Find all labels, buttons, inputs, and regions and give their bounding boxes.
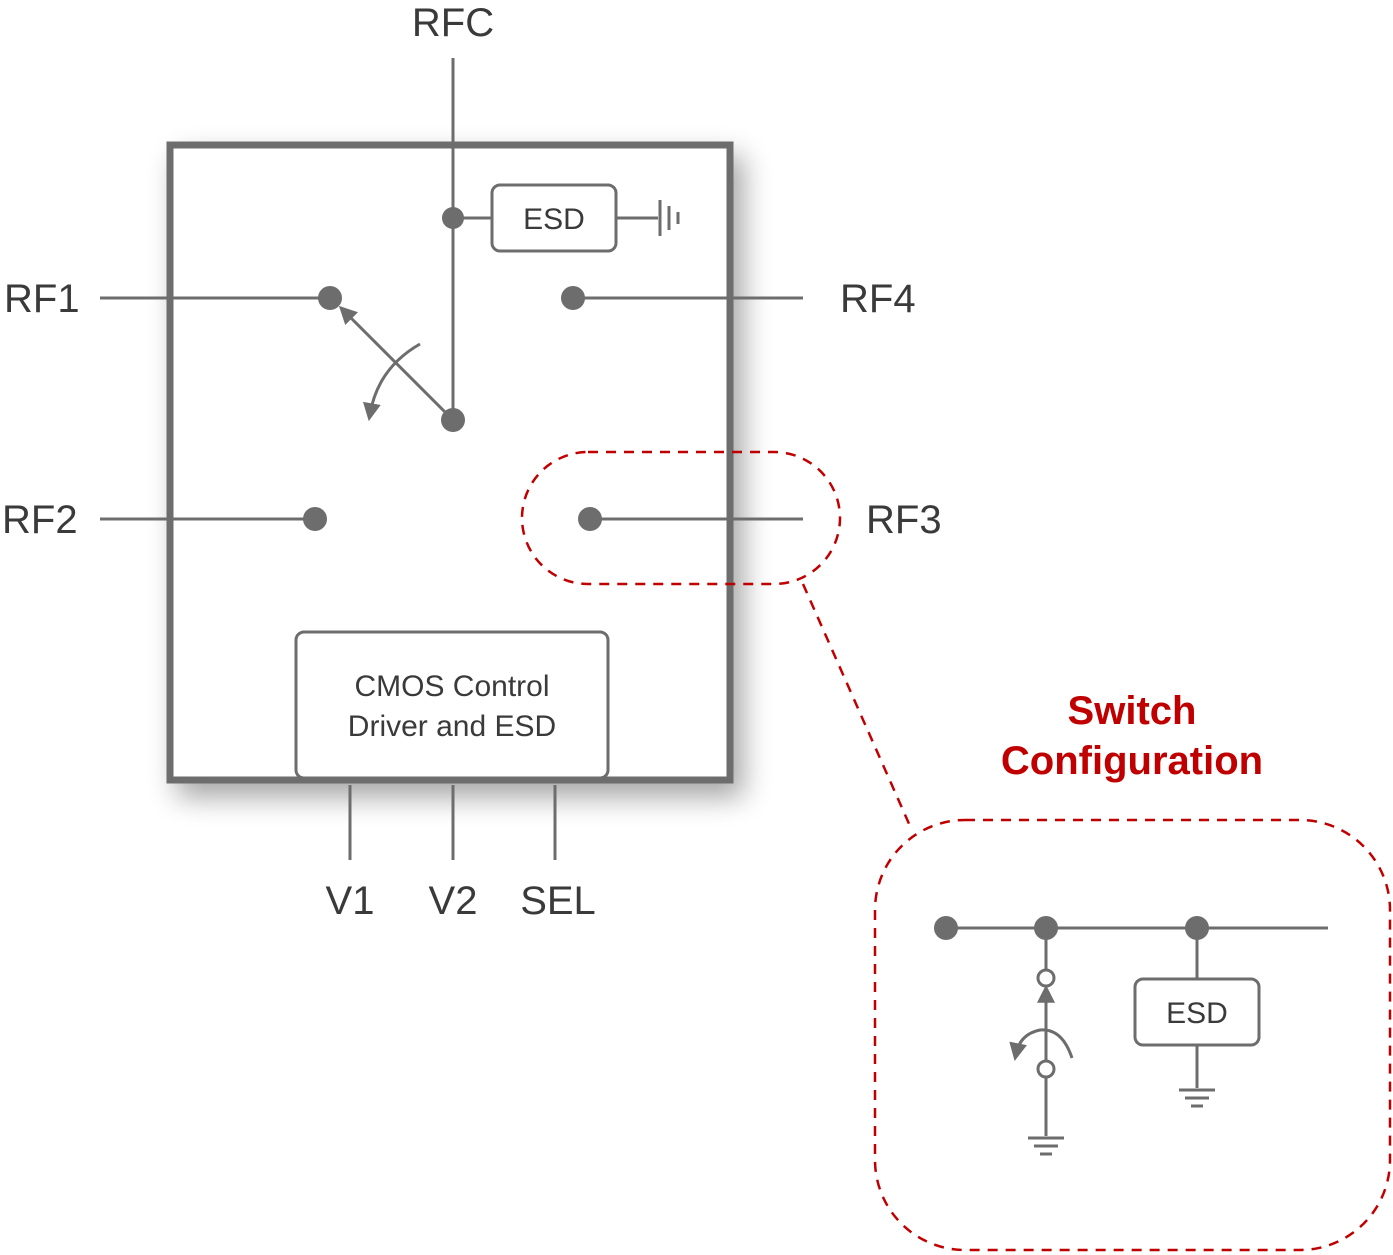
switch-arm [338, 305, 455, 422]
rotate-arrow-icon [362, 342, 421, 422]
rfc-label: RFC [412, 1, 494, 45]
rf2-node [303, 507, 327, 531]
shunt-contact-bottom [1036, 1059, 1056, 1079]
esd-top-node [442, 207, 464, 229]
callout-input-node [934, 916, 958, 940]
cmos-control-block [294, 630, 610, 780]
callout-leader [801, 583, 912, 827]
rf2-label: RF2 [2, 498, 78, 542]
ground-icon [658, 200, 680, 236]
esd-ground-icon [1179, 1088, 1215, 1108]
v2-label: V2 [429, 879, 478, 923]
rf4-node [561, 286, 585, 310]
rf3-label: RF3 [866, 498, 942, 542]
shunt-contact-top [1036, 968, 1056, 988]
switch-configuration-callout [873, 818, 1392, 1252]
rf3-highlight [520, 450, 842, 586]
callout-title-line2: Configuration [1001, 739, 1263, 783]
sel-label: SEL [520, 879, 596, 923]
callout-title-line1: Switch [1068, 689, 1197, 733]
shunt-ground-icon [1028, 1136, 1064, 1156]
rf1-node [318, 286, 342, 310]
cmos-label-line2: Driver and ESD [348, 710, 556, 743]
esd-top-label: ESD [523, 203, 585, 236]
rf1-label: RF1 [4, 277, 80, 321]
cmos-label-line1: CMOS Control [354, 670, 549, 703]
rf4-label: RF4 [840, 277, 916, 321]
v1-label: V1 [326, 879, 375, 923]
callout-esd-label: ESD [1166, 997, 1228, 1030]
rf3-node [578, 507, 602, 531]
shunt-rotate-icon [1009, 1028, 1074, 1062]
